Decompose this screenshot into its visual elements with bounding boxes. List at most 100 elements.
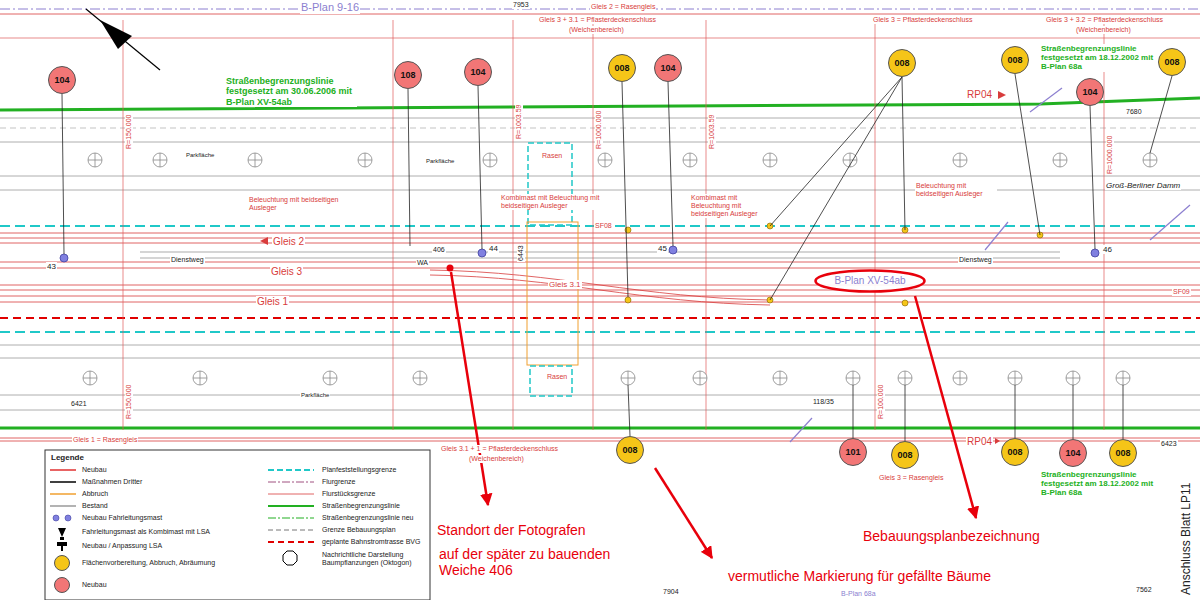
legend-text: Bestand bbox=[82, 502, 108, 510]
direction-triangles bbox=[260, 91, 1006, 444]
plan-label: Parkfläche bbox=[300, 392, 330, 399]
plan-label: Gleis 1 = Rasengleis bbox=[72, 436, 138, 444]
legend-text: Straßenbegrenzungslinie bbox=[322, 502, 400, 510]
callout-number: 104 bbox=[54, 75, 69, 85]
annotation-arrows bbox=[451, 272, 976, 558]
plan-label: 7680 bbox=[1125, 108, 1143, 116]
legend-text: geplante Bahnstromtrasse BVG bbox=[322, 538, 420, 546]
plan-label: Gleis 3 + 3.2 = Pflasterdeckenschluss bbox=[1045, 16, 1164, 24]
plan-label: Gleis 1 bbox=[256, 296, 289, 308]
plan-label: Gleis 3.1 + 1 = Pflasterdeckenschluss bbox=[440, 445, 559, 453]
legend-swatch bbox=[54, 577, 70, 593]
plan-label: Gleis 2 = Rasengleis bbox=[590, 3, 656, 11]
annotation-text: Bebauungsplanbezeichnung bbox=[862, 528, 1041, 544]
mast-number: 46 bbox=[1102, 245, 1113, 254]
legend-text: Maßnahmen Dritter bbox=[82, 478, 142, 486]
plan-name-ellipse: B-Plan XV-54ab bbox=[814, 269, 926, 293]
radius-dimension: R=1003.59 bbox=[515, 104, 523, 140]
plan-label: Groß-Berliner Damm bbox=[1105, 181, 1181, 190]
photographer-spot bbox=[447, 265, 454, 272]
plan-label: Legende bbox=[50, 453, 85, 462]
plan-label: Rasen bbox=[541, 152, 563, 160]
plan-label: WA bbox=[416, 259, 429, 267]
legend-text: Fahrleitungsmast als Kombimast mit LSA bbox=[82, 528, 210, 536]
legend-text: Neubau bbox=[82, 581, 107, 589]
radius-dimension: R=100.000 bbox=[877, 384, 885, 420]
north-arrow bbox=[86, 9, 160, 70]
callout-number: 104 bbox=[470, 67, 485, 77]
plan-label: B-Plan 9-16 bbox=[300, 1, 360, 14]
callout-number: 104 bbox=[1082, 87, 1097, 97]
plan-label: Gleis 3 bbox=[270, 266, 303, 278]
plan-label: Straßenbegrenzungslinie festgesetzt am 1… bbox=[1040, 44, 1157, 72]
plan-label: SF08 bbox=[594, 222, 613, 230]
tree-callout-circle: 008 bbox=[616, 436, 644, 464]
tree-callout-circle: 008 bbox=[1001, 46, 1029, 74]
legend-text: Planfeststellungsgrenze bbox=[322, 466, 396, 474]
legend-swatch bbox=[54, 555, 70, 571]
legend-text: Flurgrenze bbox=[322, 478, 355, 486]
plan-label: Gleis 3 = Rasengleis bbox=[878, 474, 944, 482]
callout-number: 008 bbox=[1115, 448, 1130, 458]
tree-callout-circle: 104 bbox=[654, 54, 682, 82]
callout-number: 008 bbox=[622, 445, 637, 455]
tree-callout-circle: 008 bbox=[891, 441, 919, 469]
plan-label: Straßenbegrenzungslinie festgesetzt am 3… bbox=[225, 76, 357, 107]
callout-leaders bbox=[62, 74, 1172, 441]
plan-label: (Weichenbereich) bbox=[1075, 26, 1132, 34]
mast-number: 45 bbox=[657, 244, 668, 253]
tree-callout-circle: 101 bbox=[839, 438, 867, 466]
plan-name: B-Plan XV-54ab bbox=[834, 275, 905, 287]
tree-callout-circle: 008 bbox=[1001, 438, 1029, 466]
plan-label: B-Plan 68a bbox=[840, 590, 877, 598]
legend-text: Grenze Bebauungsplan bbox=[322, 526, 396, 534]
plan-label: 7953 bbox=[512, 1, 530, 9]
tree-callout-circle: 008 bbox=[1109, 439, 1137, 467]
callout-number: 008 bbox=[1007, 447, 1022, 457]
plan-lines bbox=[0, 9, 1200, 442]
legend-text: Abbruch bbox=[82, 490, 108, 498]
plan-label: Gleis 3 + 3.1 = Pflasterdeckenschluss bbox=[538, 16, 657, 24]
plan-label: 6423 bbox=[1160, 440, 1178, 448]
legend-text: Flurstücksgrenze bbox=[322, 490, 375, 498]
tree-callout-circle: 008 bbox=[1158, 48, 1186, 76]
plan-label: Beleuchtung mit beidseitigen Ausleger bbox=[915, 182, 997, 198]
legend-text: Straßenbegrenzungslinie neu bbox=[322, 514, 413, 522]
radius-dimension: R=150.000 bbox=[125, 384, 133, 420]
legend-text: Neubau bbox=[82, 466, 107, 474]
plan-label: Gleis 2 bbox=[272, 236, 305, 248]
plan-label: 118/35 bbox=[812, 398, 835, 406]
legend-text: Neubau / Anpassung LSA bbox=[82, 542, 162, 550]
plan-label: (Weichenbereich) bbox=[568, 26, 625, 34]
callout-number: 008 bbox=[1007, 55, 1022, 65]
plan-label: Kombimast mit Beleuchtung mit beidseitig… bbox=[500, 194, 602, 210]
radius-dimension: R=1000.000 bbox=[595, 110, 603, 150]
plan-label: Parkfläche bbox=[425, 158, 455, 165]
callout-number: 008 bbox=[614, 63, 629, 73]
plan-label: SF09 bbox=[1172, 288, 1191, 296]
annotation-text: Standort der Fotografen bbox=[436, 522, 587, 538]
callout-number: 104 bbox=[1065, 448, 1080, 458]
plan-label: RP04 bbox=[966, 89, 993, 101]
annotation-text: auf der später zu bauenden Weiche 406 bbox=[438, 546, 655, 578]
mast-number: 44 bbox=[488, 244, 499, 253]
callout-number: 008 bbox=[1164, 57, 1179, 67]
callout-number: 008 bbox=[894, 58, 909, 68]
plan-label: Anschluss Blatt LP11 bbox=[1180, 481, 1194, 596]
radius-dimension: R=1000.000 bbox=[1106, 135, 1114, 175]
tree-callout-circle: 108 bbox=[394, 61, 422, 89]
callout-number: 101 bbox=[845, 447, 860, 457]
callout-number: 108 bbox=[400, 70, 415, 80]
tree-callout-circle: 104 bbox=[1059, 439, 1087, 467]
tree-callout-circle: 104 bbox=[48, 66, 76, 94]
plan-label: 406 bbox=[432, 246, 446, 254]
callout-number: 104 bbox=[660, 63, 675, 73]
plan-label: Dienstweg bbox=[958, 256, 993, 264]
plan-label: (Weichenbereich) bbox=[468, 455, 525, 463]
tree-callout-circle: 104 bbox=[1076, 78, 1104, 106]
plan-label: Gleis 3.1 bbox=[548, 280, 582, 289]
plan-label: Kombimast mit Beleuchtung mit beidseitig… bbox=[690, 194, 772, 218]
plan-label: Rasen bbox=[546, 373, 568, 381]
